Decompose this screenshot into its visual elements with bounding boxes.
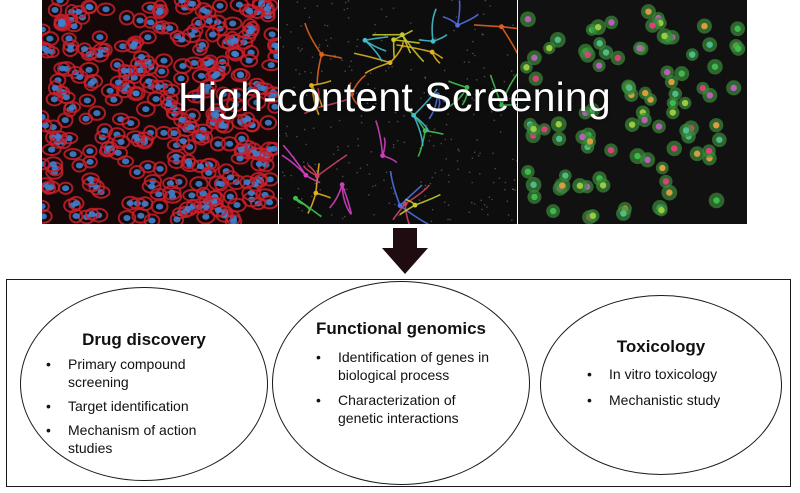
toxicology-oval: Toxicology In vitro toxicology Mechanist… xyxy=(540,295,782,475)
multicolor-cells-panel xyxy=(518,0,747,224)
list-item: Primary compound screening xyxy=(45,355,235,391)
list-item: Mechanism of action studies xyxy=(45,421,235,457)
banner-title: High-content Screening xyxy=(178,74,611,120)
list-item: In vitro toxicology xyxy=(586,365,761,383)
neuron-stain-panel xyxy=(278,0,533,224)
drug-discovery-list: Primary compound screening Target identi… xyxy=(45,355,235,457)
toxicology-list: In vitro toxicology Mechanistic study xyxy=(586,365,761,409)
functional-genomics-title: Functional genomics xyxy=(315,319,487,338)
nuclei-stain-panel xyxy=(42,0,287,224)
functional-genomics-list: Identification of genes in biological pr… xyxy=(315,348,490,427)
hcs-image-banner: High-content Screening xyxy=(42,0,747,224)
applications-panel: Drug discovery Primary compound screenin… xyxy=(6,279,791,487)
list-item: Mechanistic study xyxy=(586,391,761,409)
down-arrow-icon xyxy=(382,228,428,274)
functional-genomics-oval: Functional genomics Identification of ge… xyxy=(272,281,530,485)
toxicology-title: Toxicology xyxy=(616,337,706,356)
list-item: Identification of genes in biological pr… xyxy=(315,348,490,384)
drug-discovery-title: Drug discovery xyxy=(82,330,206,349)
drug-discovery-oval: Drug discovery Primary compound screenin… xyxy=(20,287,268,481)
list-item: Characterization of genetic interactions xyxy=(315,391,490,427)
list-item: Target identification xyxy=(45,397,235,415)
